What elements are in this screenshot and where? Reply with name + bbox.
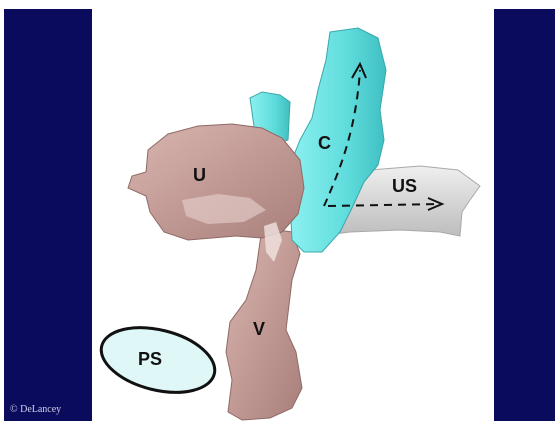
copyright-notice: © DeLancey [10, 404, 61, 415]
vagina-label: V [253, 320, 265, 338]
pubic-symphysis-label: PS [138, 350, 162, 368]
uterus-label: U [193, 166, 206, 184]
uterosacral-label: US [392, 177, 417, 195]
cervix-label: C [318, 134, 331, 152]
